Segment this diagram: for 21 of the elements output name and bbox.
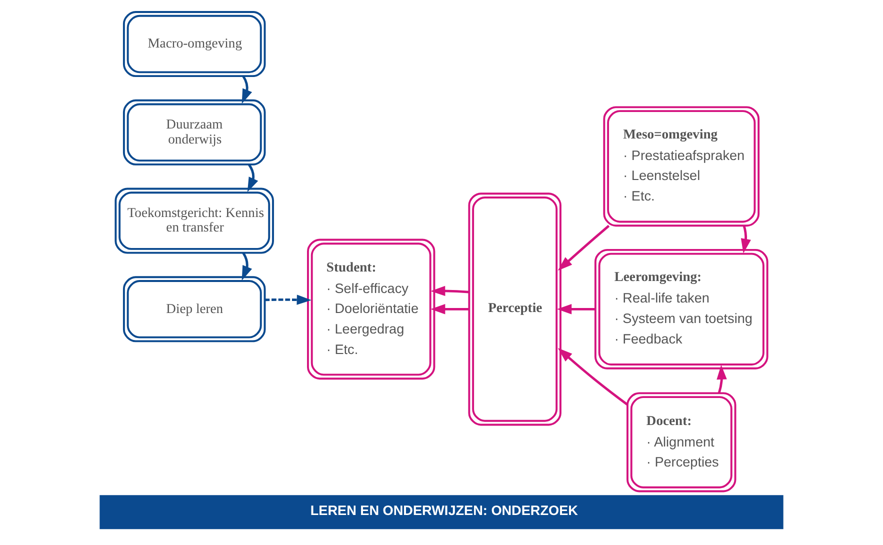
arrow: [430, 304, 469, 314]
node-box: Diep leren: [122, 276, 266, 342]
caption: LEREN EN ONDERWIJZEN: ONDERZOEK: [310, 503, 578, 518]
arrow: [740, 225, 751, 254]
node-box: Docent: · Alignment · Percepties: [626, 392, 736, 492]
node-box: Toekomstgericht: Kennis en transfer: [114, 188, 274, 254]
arrow: [557, 304, 596, 314]
arrow: [558, 348, 628, 406]
node-box: Student: · Self-efficacy · Doeloriëntatie · Leergedrag · Etc.: [307, 238, 436, 380]
arrow: [430, 286, 470, 296]
node-box: Perceptie: [468, 192, 562, 426]
arrow: [264, 294, 312, 305]
arrow: [242, 75, 252, 104]
node-box: Leeromgeving: · Real-life taken · Systeem van toetsing · Feedback: [594, 248, 768, 370]
node-box: Duurzaam onderwijs: [122, 99, 266, 166]
arrow: [242, 252, 252, 280]
node-box: Meso=omgeving · Prestatieafspraken · Leenstelsel · Etc.: [603, 106, 760, 227]
arrow: [558, 224, 610, 271]
arrow: [247, 164, 258, 192]
node-box: Macro-omgeving: [122, 11, 266, 78]
arrow: [716, 364, 727, 394]
